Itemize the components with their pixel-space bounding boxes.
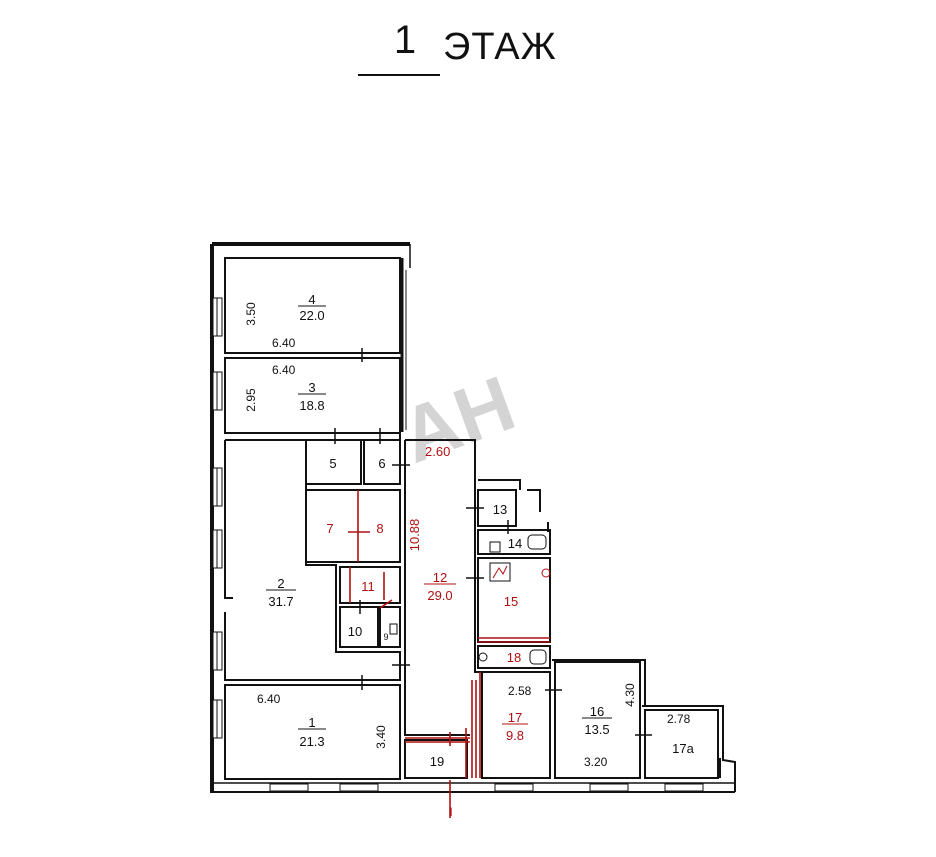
- room-number: 17а: [672, 741, 694, 756]
- dimension-label: 6.40: [272, 336, 296, 350]
- room-2: [224, 432, 401, 681]
- room-number: 8: [376, 521, 383, 536]
- room-number: 18: [507, 650, 521, 665]
- windows: [212, 297, 704, 792]
- walls: [210, 242, 736, 793]
- room-18: [477, 645, 551, 669]
- room-17a: [644, 709, 719, 779]
- room-number: 9: [383, 632, 388, 642]
- dimension-label: 4.30: [623, 683, 637, 707]
- room-7-8: [305, 489, 401, 563]
- dimension-label: 2.95: [244, 388, 258, 412]
- room-number: 5: [329, 456, 336, 471]
- room-number: 16: [590, 704, 604, 719]
- floor-title: 1 ЭТАЖ: [355, 14, 585, 76]
- room-area: 22.0: [299, 308, 324, 323]
- room-number: 2: [277, 576, 284, 591]
- dimension-label: 2.60: [425, 444, 450, 459]
- room-number: 10: [348, 624, 362, 639]
- room-number: 11: [361, 579, 375, 594]
- room-3: [224, 357, 401, 434]
- room-17: [481, 671, 551, 779]
- room-number: 3: [308, 380, 315, 395]
- room-number: 13: [493, 502, 507, 517]
- dimension-label: 3.20: [584, 755, 608, 769]
- entrance-mark: I: [449, 805, 452, 819]
- room-number: 6: [378, 456, 385, 471]
- room-9: [379, 606, 401, 648]
- room-area: 9.8: [506, 728, 524, 743]
- room-16: [554, 661, 641, 779]
- room-area: 13.5: [584, 722, 609, 737]
- room-area: 21.3: [299, 734, 324, 749]
- room-5: [305, 439, 362, 485]
- red-annotations: [348, 490, 550, 818]
- room-area: 29.0: [427, 588, 452, 603]
- room-1: [224, 684, 401, 780]
- room-number: 7: [326, 521, 333, 536]
- room-4: [224, 257, 401, 354]
- room-area: 18.8: [299, 398, 324, 413]
- floor-label: ЭТАЖ: [443, 26, 557, 68]
- room-14: [477, 529, 551, 555]
- room-number: 4: [308, 292, 315, 307]
- floor-number-underline: [358, 74, 440, 76]
- room-number: 1: [308, 715, 315, 730]
- dimension-label: 2.58: [508, 684, 532, 698]
- dimension-label: 3.40: [374, 725, 388, 749]
- room-19: [404, 739, 468, 779]
- dimension-label: 2.78: [667, 712, 691, 726]
- room-10: [339, 606, 379, 648]
- door-ticks: [334, 348, 652, 736]
- room-number: 17: [508, 710, 522, 725]
- room-6: [363, 439, 401, 485]
- room-11: [339, 566, 401, 604]
- room-area: 31.7: [268, 594, 293, 609]
- dimension-label: 6.40: [272, 363, 296, 377]
- dimension-label: 3.50: [244, 302, 258, 326]
- dimension-label: 10.88: [407, 519, 422, 552]
- room-number: 19: [430, 754, 444, 769]
- room-number: 15: [504, 594, 518, 609]
- watermark: АН: [390, 358, 526, 479]
- room-number: 14: [508, 536, 522, 551]
- dimension-label: 6.40: [257, 692, 281, 706]
- floor-number: 1: [393, 18, 417, 62]
- sanitary-fixtures: [389, 534, 551, 665]
- room-number: 12: [433, 570, 447, 585]
